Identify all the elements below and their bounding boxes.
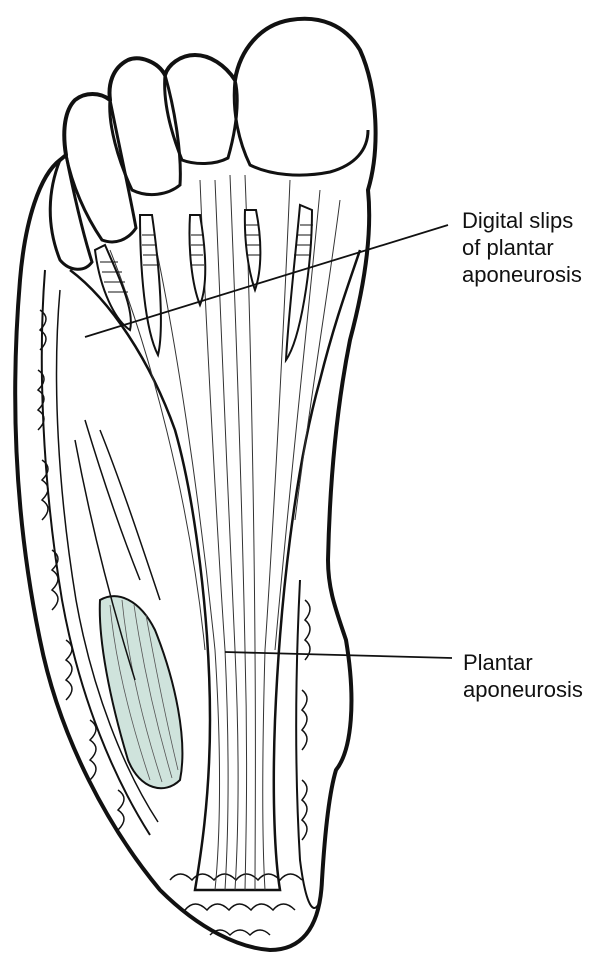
label-plantar-aponeurosis-line1: Plantar bbox=[463, 649, 583, 676]
label-digital-slips-line3: aponeurosis bbox=[462, 261, 582, 288]
label-digital-slips-line1: Digital slips bbox=[462, 207, 582, 234]
label-digital-slips-line2: of plantar bbox=[462, 234, 582, 261]
label-plantar-aponeurosis: Plantar aponeurosis bbox=[463, 649, 583, 703]
label-digital-slips: Digital slips of plantar aponeurosis bbox=[462, 207, 582, 288]
label-plantar-aponeurosis-line2: aponeurosis bbox=[463, 676, 583, 703]
